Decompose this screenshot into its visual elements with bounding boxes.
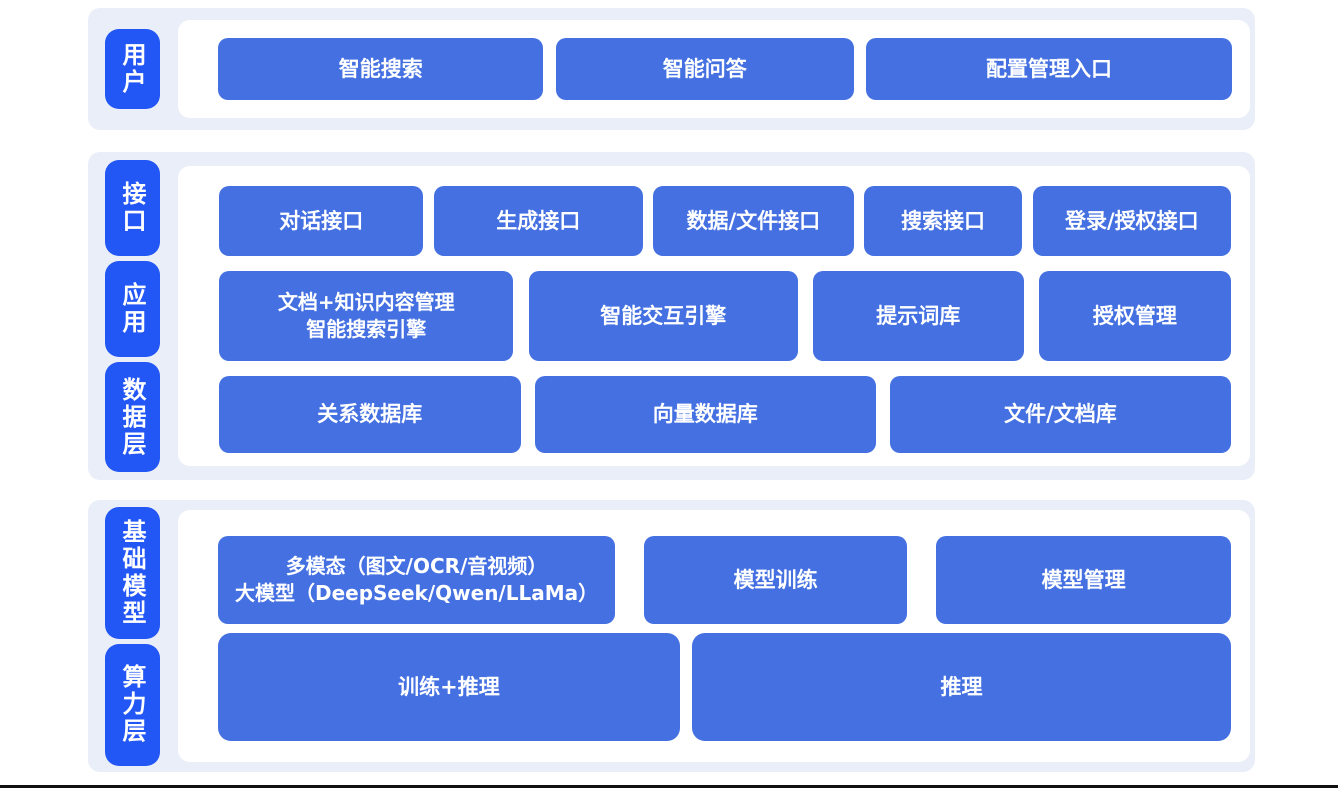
box-training-plus-inference: 训练+推理 bbox=[218, 633, 680, 741]
layer-label-compute-layer: 算力层 bbox=[105, 643, 160, 766]
box-line-2: 智能搜索引擎 bbox=[306, 317, 427, 341]
box-login-auth-api: 登录/授权接口 bbox=[1032, 186, 1231, 256]
layer-label-user: 用户 bbox=[105, 29, 160, 109]
box-prompt-library: 提示词库 bbox=[813, 271, 1024, 361]
compute-layer-row: 训练+推理 推理 bbox=[218, 633, 1231, 741]
box-smart-search: 智能搜索 bbox=[218, 38, 544, 100]
box-vector-database: 向量数据库 bbox=[534, 376, 876, 453]
bottom-layer-panel: 多模态（图文/OCR/音视频） 大模型（DeepSeek/Qwen/LLaMa）… bbox=[178, 510, 1250, 762]
architecture-diagram: 用户 智能搜索 智能问答 配置管理入口 接口 应用 数据层 对话接口 生成接口 … bbox=[0, 8, 1338, 788]
box-relational-database: 关系数据库 bbox=[219, 376, 521, 453]
layer-label-interface: 接口 bbox=[105, 160, 160, 256]
box-file-document-store: 文件/文档库 bbox=[889, 376, 1231, 453]
user-layer-labels: 用户 bbox=[88, 8, 160, 130]
application-row: 文档+知识内容管理 智能搜索引擎 智能交互引擎 提示词库 授权管理 bbox=[219, 271, 1231, 361]
interface-row: 对话接口 生成接口 数据/文件接口 搜索接口 登录/授权接口 bbox=[219, 186, 1231, 256]
box-inference: 推理 bbox=[692, 633, 1231, 741]
layer-label-data-layer: 数据层 bbox=[105, 362, 160, 472]
box-line-1: 文档+知识内容管理 bbox=[277, 290, 455, 314]
box-line-1: 多模态（图文/OCR/音视频） bbox=[285, 554, 548, 578]
box-doc-knowledge-search-engine: 文档+知识内容管理 智能搜索引擎 bbox=[219, 271, 514, 361]
box-search-api: 搜索接口 bbox=[864, 186, 1022, 256]
box-generation-api: 生成接口 bbox=[434, 186, 643, 256]
box-multimodal-large-model: 多模态（图文/OCR/音视频） 大模型（DeepSeek/Qwen/LLaMa） bbox=[218, 536, 616, 624]
box-line-2: 大模型（DeepSeek/Qwen/LLaMa） bbox=[234, 581, 599, 605]
box-dialog-api: 对话接口 bbox=[219, 186, 424, 256]
box-model-training: 模型训练 bbox=[644, 536, 907, 624]
user-layer-panel: 智能搜索 智能问答 配置管理入口 bbox=[178, 20, 1250, 118]
section-interface-app-data-layer: 接口 应用 数据层 对话接口 生成接口 数据/文件接口 搜索接口 登录/授权接口… bbox=[88, 152, 1255, 480]
layer-label-foundation-model: 基础模型 bbox=[105, 506, 160, 639]
middle-layer-labels: 接口 应用 数据层 bbox=[88, 152, 160, 480]
section-user-layer: 用户 智能搜索 智能问答 配置管理入口 bbox=[88, 8, 1255, 130]
box-smart-interaction-engine: 智能交互引擎 bbox=[528, 271, 798, 361]
data-layer-row: 关系数据库 向量数据库 文件/文档库 bbox=[219, 376, 1231, 453]
box-config-management-entry: 配置管理入口 bbox=[865, 38, 1232, 100]
bottom-layer-labels: 基础模型 算力层 bbox=[88, 500, 160, 772]
box-model-management: 模型管理 bbox=[936, 536, 1231, 624]
user-layer-row: 智能搜索 智能问答 配置管理入口 bbox=[218, 38, 1232, 100]
box-smart-qa: 智能问答 bbox=[555, 38, 854, 100]
section-foundation-compute-layer: 基础模型 算力层 多模态（图文/OCR/音视频） 大模型（DeepSeek/Qw… bbox=[88, 500, 1255, 772]
layer-label-application: 应用 bbox=[105, 261, 160, 357]
foundation-model-row: 多模态（图文/OCR/音视频） 大模型（DeepSeek/Qwen/LLaMa）… bbox=[218, 536, 1231, 624]
middle-layer-panel: 对话接口 生成接口 数据/文件接口 搜索接口 登录/授权接口 文档+知识内容管理… bbox=[178, 166, 1250, 466]
box-authorization-management: 授权管理 bbox=[1038, 271, 1231, 361]
bottom-divider bbox=[0, 785, 1338, 788]
box-data-file-api: 数据/文件接口 bbox=[653, 186, 854, 256]
